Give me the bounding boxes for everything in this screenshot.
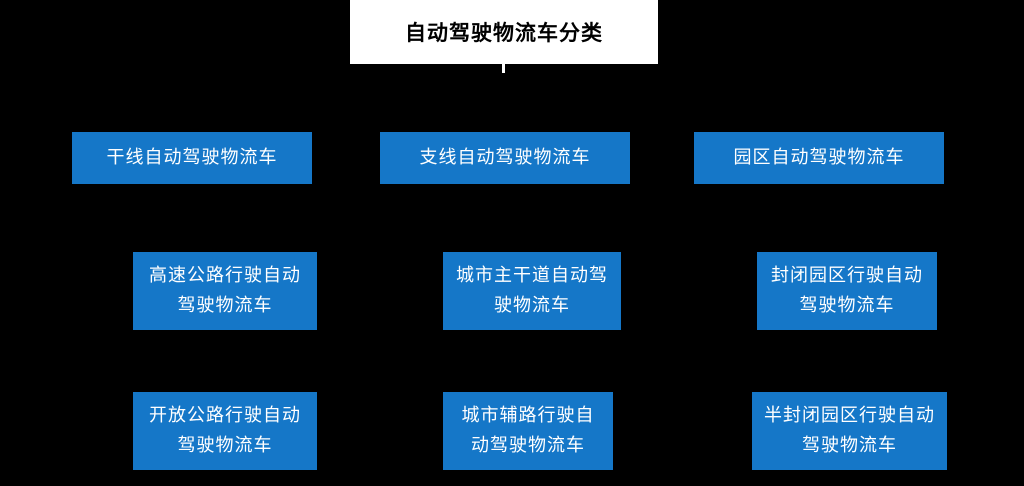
node-highway: 高速公路行驶自动 驾驶物流车	[133, 252, 317, 330]
node-campus: 园区自动驾驶物流车	[694, 132, 944, 184]
node-label-line2: 动驾驶物流车	[471, 435, 585, 456]
node-label-line1: 封闭园区行驶自动	[771, 265, 923, 286]
node-label: 园区自动驾驶物流车	[733, 147, 905, 168]
node-label-line2: 驶物流车	[494, 295, 570, 316]
node-semi-closed-campus: 半封闭园区行驶自动 驾驶物流车	[752, 392, 947, 470]
node-label-line2: 驾驶物流车	[177, 295, 273, 316]
connector-stub	[502, 64, 505, 73]
node-trunk-line: 干线自动驾驶物流车	[72, 132, 312, 184]
node-city-arterial: 城市主干道自动驾 驶物流车	[443, 252, 621, 330]
node-label-line1: 城市辅路行驶自	[461, 405, 595, 426]
diagram-title: 自动驾驶物流车分类	[405, 21, 603, 45]
node-label-line2: 驾驶物流车	[799, 295, 895, 316]
node-label: 支线自动驾驶物流车	[419, 147, 591, 168]
diagram-title-box: 自动驾驶物流车分类	[350, 0, 658, 64]
node-label-line1: 高速公路行驶自动	[149, 265, 301, 286]
node-label: 干线自动驾驶物流车	[106, 147, 278, 168]
node-label-line1: 开放公路行驶自动	[149, 405, 301, 426]
node-label-line2: 驾驶物流车	[177, 435, 273, 456]
node-label-line1: 半封闭园区行驶自动	[764, 405, 935, 426]
node-label-line2: 驾驶物流车	[802, 435, 897, 456]
node-closed-campus: 封闭园区行驶自动 驾驶物流车	[757, 252, 937, 330]
node-label-line1: 城市主干道自动驾	[456, 265, 608, 286]
node-branch-line: 支线自动驾驶物流车	[380, 132, 630, 184]
node-open-road: 开放公路行驶自动 驾驶物流车	[133, 392, 317, 470]
node-city-side-road: 城市辅路行驶自 动驾驶物流车	[443, 392, 613, 470]
